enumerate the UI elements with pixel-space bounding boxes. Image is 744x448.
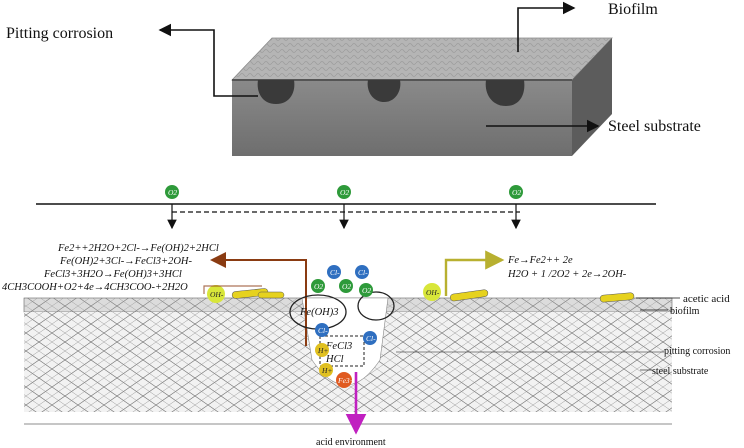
svg-text:OH-: OH- bbox=[210, 290, 224, 299]
acetic-acid-label: acetic acid bbox=[683, 293, 730, 305]
equation-2: Fe(OH)2+3Cl-→FeCl3+2OH- bbox=[59, 256, 192, 267]
pitting-corrosion-side-label: pitting corrosion bbox=[664, 346, 730, 357]
cathodic-reaction-arrow bbox=[446, 260, 502, 296]
biofilm-label: Biofilm bbox=[608, 1, 658, 18]
svg-text:Cl-: Cl- bbox=[330, 268, 340, 277]
equation-1: Fe2++2H2O+2Cl-→Fe(OH)2+2HCl bbox=[57, 243, 219, 254]
svg-text:O2: O2 bbox=[362, 286, 371, 295]
hydroxide-ion-right: OH- bbox=[423, 283, 441, 301]
biofilm-side-label: biofilm bbox=[670, 306, 700, 317]
svg-text:O2: O2 bbox=[314, 282, 323, 291]
acid-environment-label: acid environment bbox=[316, 437, 386, 448]
hydrogen-ion-1: H+ bbox=[315, 343, 329, 357]
svg-text:FeCl3: FeCl3 bbox=[325, 341, 352, 352]
svg-text:Fe3+: Fe3+ bbox=[337, 376, 355, 385]
cross-section bbox=[24, 298, 672, 424]
chloride-ion-3: Cl- bbox=[315, 323, 329, 337]
steel-substrate-side-label: steel substrate bbox=[652, 366, 709, 377]
chloride-ion-4: Cl- bbox=[363, 331, 377, 345]
oxygen-in-pit-2: O2 bbox=[339, 279, 353, 293]
svg-text:H+: H+ bbox=[321, 366, 332, 375]
svg-text:Cl-: Cl- bbox=[366, 334, 376, 343]
steel-block-3d bbox=[232, 38, 612, 156]
oxygen-molecule-2: O2 bbox=[337, 185, 351, 199]
svg-text:O2: O2 bbox=[512, 188, 521, 197]
oxygen-molecule-1: O2 bbox=[165, 185, 179, 199]
chloride-ion-2: Cl- bbox=[355, 265, 369, 279]
steel-substrate-label: Steel substrate bbox=[608, 118, 701, 135]
equation-6: H2O + 1 /2O2 + 2e→2OH- bbox=[507, 269, 627, 280]
svg-text:Cl-: Cl- bbox=[318, 326, 328, 335]
chloride-ion-1: Cl- bbox=[327, 265, 341, 279]
hydrogen-ion-2: H+ bbox=[319, 363, 333, 377]
hydroxide-ion-left: OH- bbox=[207, 285, 225, 303]
anodic-equations: Fe2++2H2O+2Cl-→Fe(OH)2+2HCl Fe(OH)2+3Cl-… bbox=[2, 243, 219, 293]
oxygen-in-pit-3: O2 bbox=[359, 283, 373, 297]
svg-text:O2: O2 bbox=[342, 282, 351, 291]
oxygen-molecule-3: O2 bbox=[509, 185, 523, 199]
svg-text:O2: O2 bbox=[168, 188, 177, 197]
oxygen-in-pit-1: O2 bbox=[311, 279, 325, 293]
equation-3: FeCl3+3H2O→Fe(OH)3+3HCl bbox=[43, 269, 182, 280]
svg-text:Cl-: Cl- bbox=[358, 268, 368, 277]
equation-5: Fe→Fe2++ 2e bbox=[507, 255, 573, 266]
svg-text:OH-: OH- bbox=[426, 288, 440, 297]
fe-oh3-label: Fe(OH)3 bbox=[299, 307, 338, 318]
svg-text:O2: O2 bbox=[340, 188, 349, 197]
equation-4: 4CH3COOH+O2+4e→4CH3COO-+2H2O bbox=[2, 282, 188, 293]
svg-text:H+: H+ bbox=[317, 346, 328, 355]
pitting-corrosion-label: Pitting corrosion bbox=[6, 25, 113, 42]
cathodic-equations: Fe→Fe2++ 2e H2O + 1 /2O2 + 2e→2OH- bbox=[507, 255, 627, 280]
